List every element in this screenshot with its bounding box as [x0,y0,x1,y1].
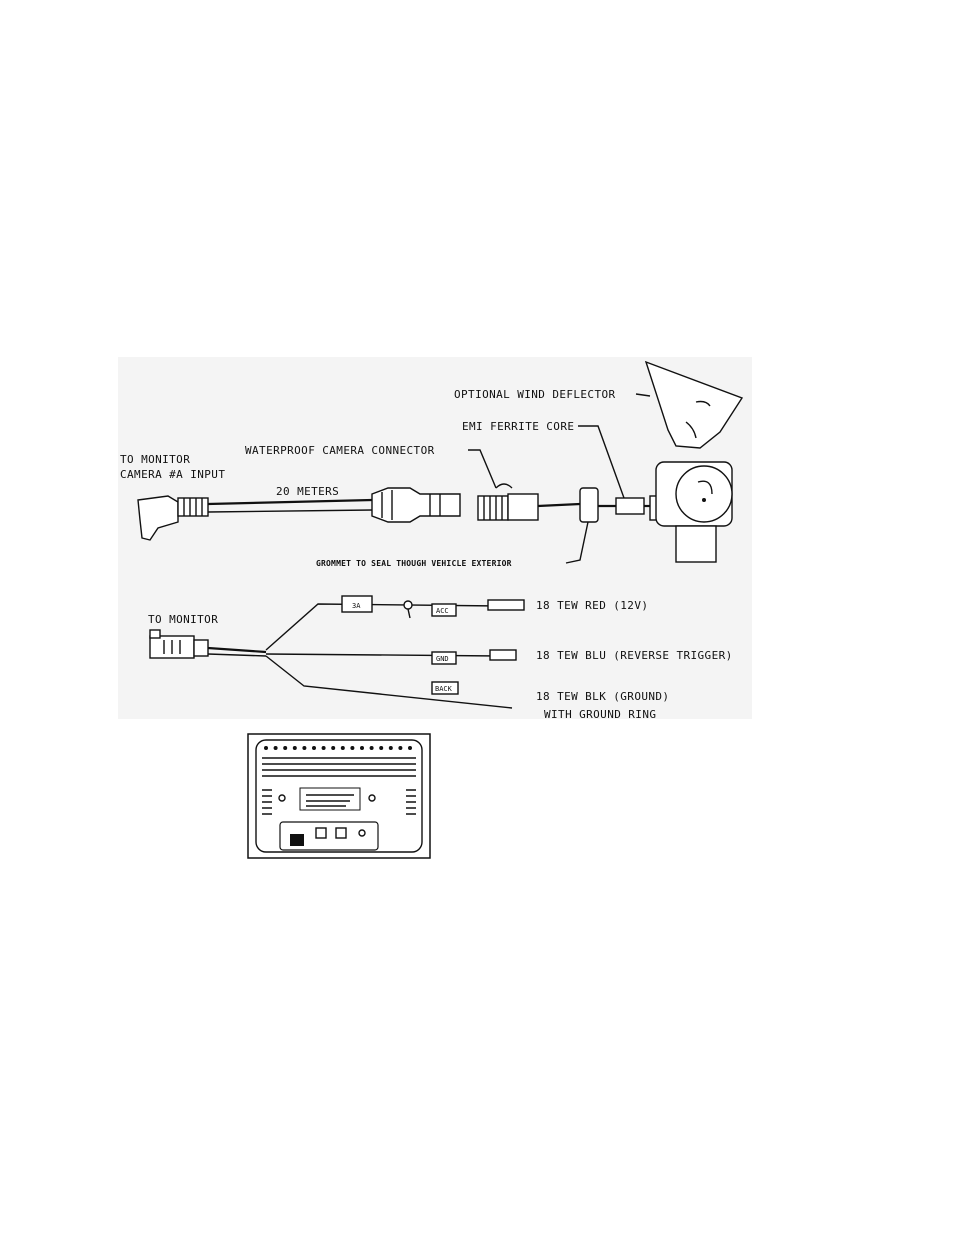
label-wind-deflector: OPTIONAL WIND DEFLECTOR [454,388,616,401]
label-grommet: GROMMET TO SEAL THOUGH VEHICLE EXTERIOR [316,559,512,568]
vent-dot [408,746,412,750]
label-wire-blu: 18 TEW BLU (REVERSE TRIGGER) [536,649,733,662]
fuse-tag-text: 3A [352,602,361,610]
gnd-tag-text: GND [436,655,449,663]
label-wire-blk-2: WITH GROUND RING [544,708,656,721]
label-ferrite-core: EMI FERRITE CORE [462,420,574,433]
plug-collar [178,498,208,516]
grommet [580,488,598,522]
vent-dot [302,746,306,750]
vent-dot [350,746,354,750]
vent-dot [360,746,364,750]
label-waterproof-connector: WATERPROOF CAMERA CONNECTOR [245,444,435,457]
vent-dot [264,746,268,750]
label-to-monitor-cam-1: TO MONITOR [120,453,190,466]
vent-dot [283,746,287,750]
ferrite-core [616,498,644,514]
vent-dot [322,746,326,750]
label-to-monitor-power: TO MONITOR [148,613,218,626]
acc-tag-text: ACC [436,607,449,615]
vent-dot [379,746,383,750]
vent-dot [370,746,374,750]
vent-dot [312,746,316,750]
label-cable-length: 20 METERS [276,485,339,498]
drawing-background [118,357,752,719]
monitor-back-panel [248,734,430,858]
label-wire-blk-1: 18 TEW BLK (GROUND) [536,690,669,703]
label-to-monitor-cam-2: CAMERA #A INPUT [120,468,225,481]
vent-dot [398,746,402,750]
vent-dot [293,746,297,750]
vent-dot [331,746,335,750]
label-wire-red: 18 TEW RED (12V) [536,599,648,612]
vent-dot [274,746,278,750]
vent-dot [389,746,393,750]
back-tag-text: BACK [435,685,453,693]
vent-dot [341,746,345,750]
